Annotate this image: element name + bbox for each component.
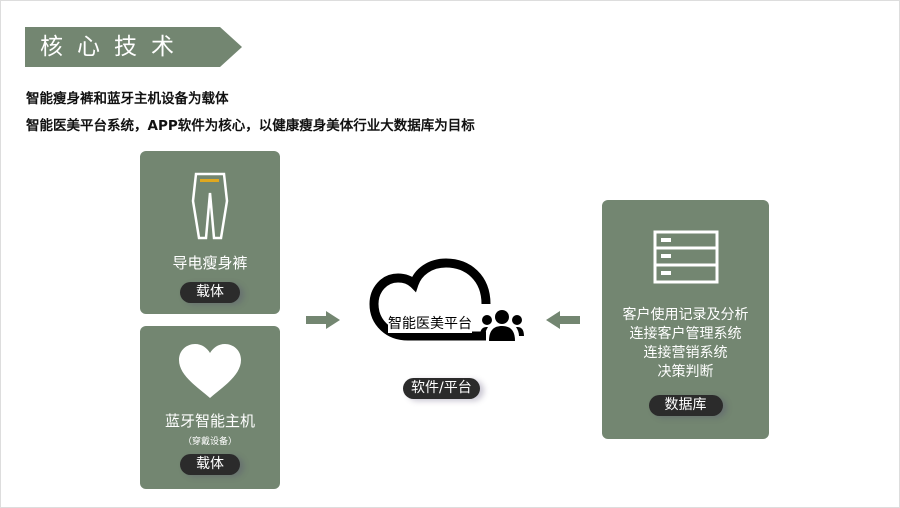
pants-icon: [191, 172, 229, 240]
server-icon: [653, 230, 718, 284]
host-card: 蓝牙智能主机 （穿戴设备） 载体: [140, 326, 280, 489]
pants-card: 导电瘦身裤 载体: [140, 151, 280, 314]
section-title: 核心技术: [25, 27, 242, 67]
cloud-platform: 智能医美平台: [368, 258, 528, 348]
db-feature: 连接客户管理系统: [629, 326, 742, 342]
carrier-badge: 载体: [180, 282, 240, 303]
pants-label: 导电瘦身裤: [172, 254, 248, 272]
cloud-label: 智能医美平台: [388, 313, 472, 333]
cloud-icon: [369, 258, 491, 341]
db-feature: 连接营销系统: [643, 345, 728, 361]
intro-line-1: 智能瘦身裤和蓝牙主机设备为载体: [26, 91, 229, 107]
db-feature: 客户使用记录及分析: [622, 307, 749, 323]
platform-badge-wrap: 软件/平台: [403, 377, 480, 399]
database-card: 客户使用记录及分析 连接客户管理系统 连接营销系统 决策判断 数据库: [602, 200, 769, 439]
heart-icon: [179, 344, 241, 398]
platform-badge: 软件/平台: [403, 378, 480, 399]
users-icon: [480, 310, 524, 341]
host-sublabel: （穿戴设备）: [182, 437, 237, 447]
host-label: 蓝牙智能主机: [164, 412, 255, 430]
database-badge: 数据库: [648, 395, 723, 416]
db-feature: 决策判断: [657, 364, 714, 380]
carrier-badge: 载体: [180, 454, 240, 475]
intro-line-2: 智能医美平台系统，APP软件为核心，以健康瘦身美体行业大数据库为目标: [26, 118, 475, 134]
